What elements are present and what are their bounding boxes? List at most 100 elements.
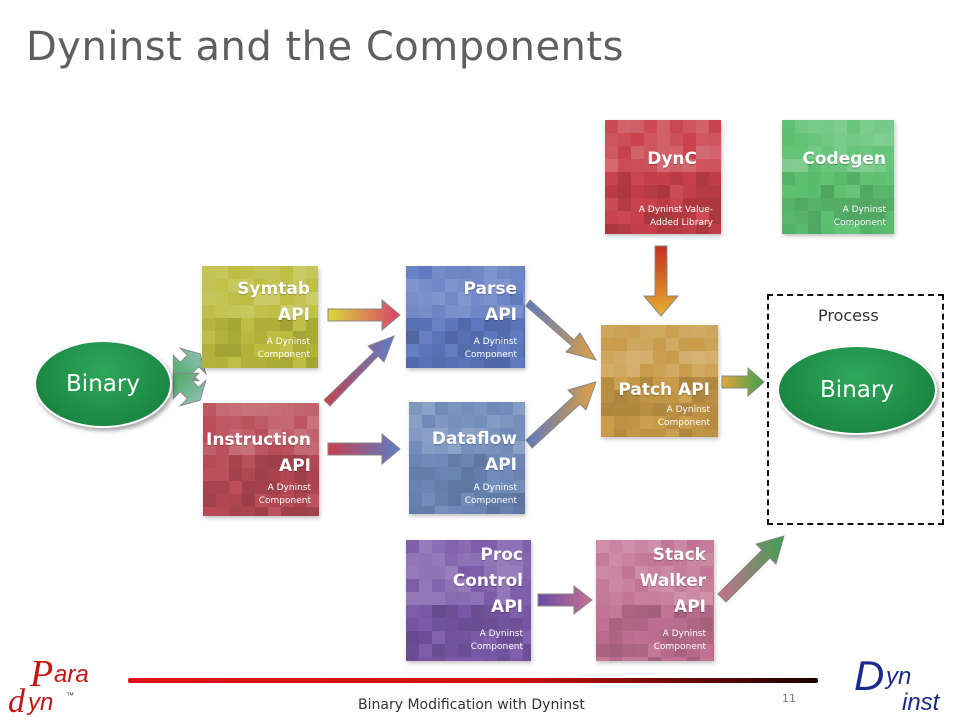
mosaic-cell	[422, 402, 435, 415]
mosaic-cell	[683, 185, 696, 198]
binary-input-ellipse[interactable]: Binary	[34, 340, 172, 428]
mosaic-cell	[631, 146, 644, 159]
mosaic-cell	[419, 357, 432, 368]
mosaic-cell	[280, 279, 293, 292]
mosaic-cell	[601, 403, 614, 416]
mosaic-cell	[808, 185, 821, 198]
mosaic-cell	[500, 454, 513, 467]
mosaic-cell	[268, 494, 281, 507]
mosaic-cell	[683, 159, 696, 172]
mosaic-cell	[422, 428, 435, 441]
mosaic-cell	[596, 605, 609, 618]
mosaic-cell	[419, 553, 432, 566]
mosaic-cell	[254, 292, 267, 305]
mosaic-cell	[306, 344, 318, 357]
mosaic-cell	[631, 120, 644, 133]
mosaic-cell	[696, 133, 709, 146]
mosaic-cell	[661, 644, 674, 657]
mosaic-cell	[510, 305, 523, 318]
mosaic-cell	[696, 172, 709, 185]
mosaic-cell	[635, 592, 648, 605]
mosaic-cell	[653, 429, 666, 437]
mosaic-cell	[847, 133, 860, 146]
mosaic-cell	[471, 357, 484, 368]
mosaic-cell	[281, 481, 294, 494]
mosaic-cell	[484, 566, 497, 579]
mosaic-cell	[267, 344, 280, 357]
arrow-symtab-to-parse	[327, 298, 401, 332]
mosaic-cell	[419, 292, 432, 305]
mosaic-cell	[474, 480, 487, 493]
mosaic-cell	[596, 631, 609, 644]
mosaic-cell	[487, 441, 500, 454]
mosaic-cell	[795, 120, 808, 133]
mosaic-cell	[202, 279, 215, 292]
mosaic-cell	[618, 224, 631, 234]
mosaic-cell	[808, 146, 821, 159]
mosaic-cell	[670, 159, 683, 172]
mosaic-cell	[484, 357, 497, 368]
mosaic-cell	[307, 481, 319, 494]
footer-text: Binary Modification with Dyninst	[358, 697, 585, 713]
mosaic-cell	[886, 198, 894, 211]
mosaic-cell	[471, 579, 484, 592]
mosaic-cell	[513, 428, 525, 441]
mosaic-cell	[497, 605, 510, 618]
mosaic-cell	[254, 279, 267, 292]
mosaic-cell	[487, 467, 500, 480]
mosaic-cell	[609, 579, 622, 592]
mosaic-cell	[215, 344, 228, 357]
mosaic-cell	[661, 631, 674, 644]
mosaic-cell	[627, 429, 640, 437]
mosaic-cell	[847, 185, 860, 198]
mosaic-cell	[445, 266, 458, 279]
mosaic-cell	[834, 198, 847, 211]
mosaic-cell	[474, 402, 487, 415]
mosaic-cell	[795, 211, 808, 224]
mosaic-cell	[674, 592, 687, 605]
mosaic-cell	[432, 592, 445, 605]
mosaic-cell	[422, 493, 435, 506]
dync-box[interactable]: DynC A Dyninst Value-Added Library	[605, 120, 721, 234]
mosaic-cell	[873, 224, 886, 234]
mosaic-cell	[445, 618, 458, 631]
mosaic-cell	[474, 506, 487, 514]
mosaic-cell	[500, 506, 513, 514]
mosaic-cell	[432, 344, 445, 357]
mosaic-cell	[432, 357, 445, 368]
mosaic-cell	[241, 344, 254, 357]
mosaic-cell	[700, 605, 713, 618]
mosaic-cell	[609, 566, 622, 579]
mosaic-cell	[692, 351, 705, 364]
mosaic-cell	[497, 644, 510, 657]
mosaic-cell	[834, 159, 847, 172]
mosaic-cell	[618, 120, 631, 133]
mosaic-cell	[409, 454, 422, 467]
mosaic-cell	[674, 618, 687, 631]
mosaic-cell	[419, 566, 432, 579]
mosaic-cell	[445, 357, 458, 368]
mosaic-cell	[692, 403, 705, 416]
mosaic-cell	[445, 331, 458, 344]
mosaic-cell	[782, 120, 795, 133]
mosaic-cell	[458, 579, 471, 592]
mosaic-cell	[510, 266, 523, 279]
mosaic-cell	[622, 618, 635, 631]
mosaic-cell	[435, 415, 448, 428]
binary-output-ellipse[interactable]: Binary	[777, 345, 937, 435]
mosaic-cell	[471, 344, 484, 357]
mosaic-cell	[713, 540, 714, 553]
mosaic-cell	[622, 605, 635, 618]
mosaic-cell	[670, 198, 683, 211]
mosaic-cell	[500, 493, 513, 506]
mosaic-cell	[692, 429, 705, 437]
